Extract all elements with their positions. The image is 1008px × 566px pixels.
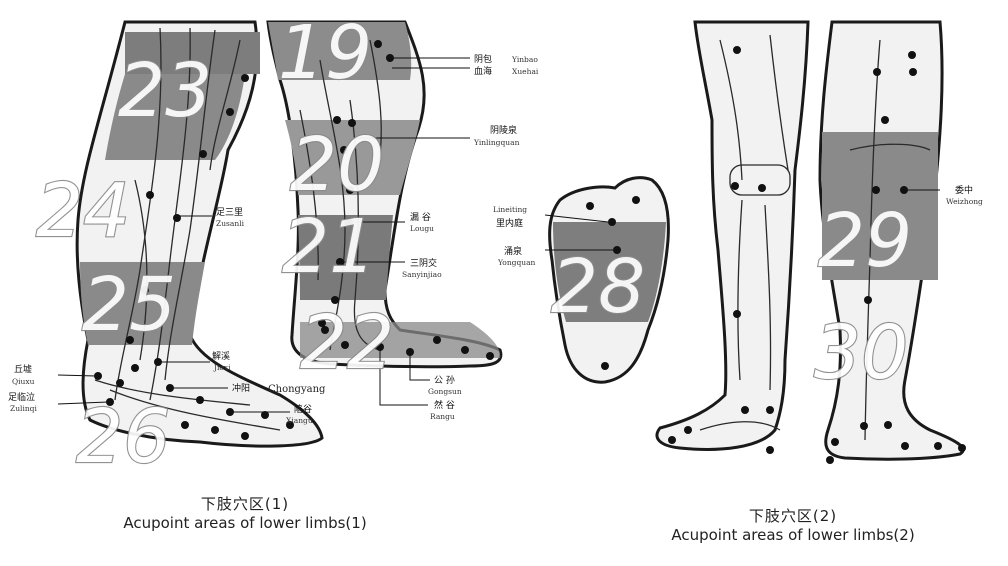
point-label-cn: 丘墟 [14,363,32,375]
point-label-en: Rangu [430,412,455,421]
caption-right: 下肢穴区(2) Acupoint areas of lower limbs(2) [608,505,978,544]
caption-right-cn: 下肢穴区(2) [608,505,978,526]
point-label-en: Jiexi [213,363,231,372]
point-label-cn: 冲阳 [232,382,250,394]
point-label-en: Gongsun [428,387,462,396]
point-label-en: Qiuxu [12,377,35,386]
point-label-cn: 三阴交 [410,257,437,269]
point-label-en: Yongquan [497,258,536,267]
zone-number: 26 [76,394,170,480]
zone-number: 20 [290,122,384,208]
zone-number: 21 [282,204,376,290]
point-label-cn: 解溪 [212,350,230,362]
zone-number: 28 [551,244,645,330]
caption-left-en: Acupoint areas of lower limbs(1) [60,514,430,532]
figure-foot-sole: 28 Lineiting 里内庭 涌泉 Yongquan [493,178,668,383]
point-label-cn: 陷谷 [294,403,312,415]
point-label-cn: 委中 [955,184,973,196]
point-label-cn: 足临泣 [8,391,35,403]
point-label-en: Xiangu [286,416,313,425]
point-label-en: Yinlingquan [473,138,520,147]
zone-number: 29 [818,198,912,284]
point-label-en: Lineiting [493,205,527,214]
figure-right-legs: 29 30 委中 Weizhong [657,22,983,464]
point-label-cn: 血海 [474,65,492,77]
point-label-en: Sanyinjiao [402,270,442,279]
point-label-cn: 里内庭 [496,217,523,229]
point-label-en: Chongyang [268,384,326,395]
caption-left-cn: 下肢穴区(1) [60,493,430,514]
point-label-cn: 阴包 [474,53,492,65]
point-label-cn: 涌泉 [504,245,522,257]
point-label-en: Weizhong [946,197,983,206]
zone-number: 30 [814,310,908,396]
zone-number: 25 [82,262,176,348]
point-label-cn: 足三里 [216,207,243,218]
zone-number: 22 [300,300,394,386]
point-label-cn: 公 孙 [434,374,455,386]
zone-number: 23 [118,48,212,134]
point-label-en: Zusanli [216,219,245,228]
point-label-cn: 阴陵泉 [490,124,517,136]
zone-number: 24 [36,168,130,254]
point-label-cn: 漏 谷 [410,211,431,223]
point-label-en: Zulinqi [10,404,37,413]
point-label-en: Yinbao [511,55,538,64]
zone-number: 19 [278,10,372,96]
point-label-en: Xuehai [512,67,539,76]
point-label-cn: 然 谷 [434,399,455,411]
caption-right-en: Acupoint areas of lower limbs(2) [608,526,978,544]
caption-left: 下肢穴区(1) Acupoint areas of lower limbs(1) [60,493,430,532]
right-front-leg [657,22,808,449]
figure-left-legs: 23 19 20 24 21 25 22 26 阴包 Yinbao 血海 Xue… [8,10,539,480]
point-label-en: Lougu [410,224,434,233]
